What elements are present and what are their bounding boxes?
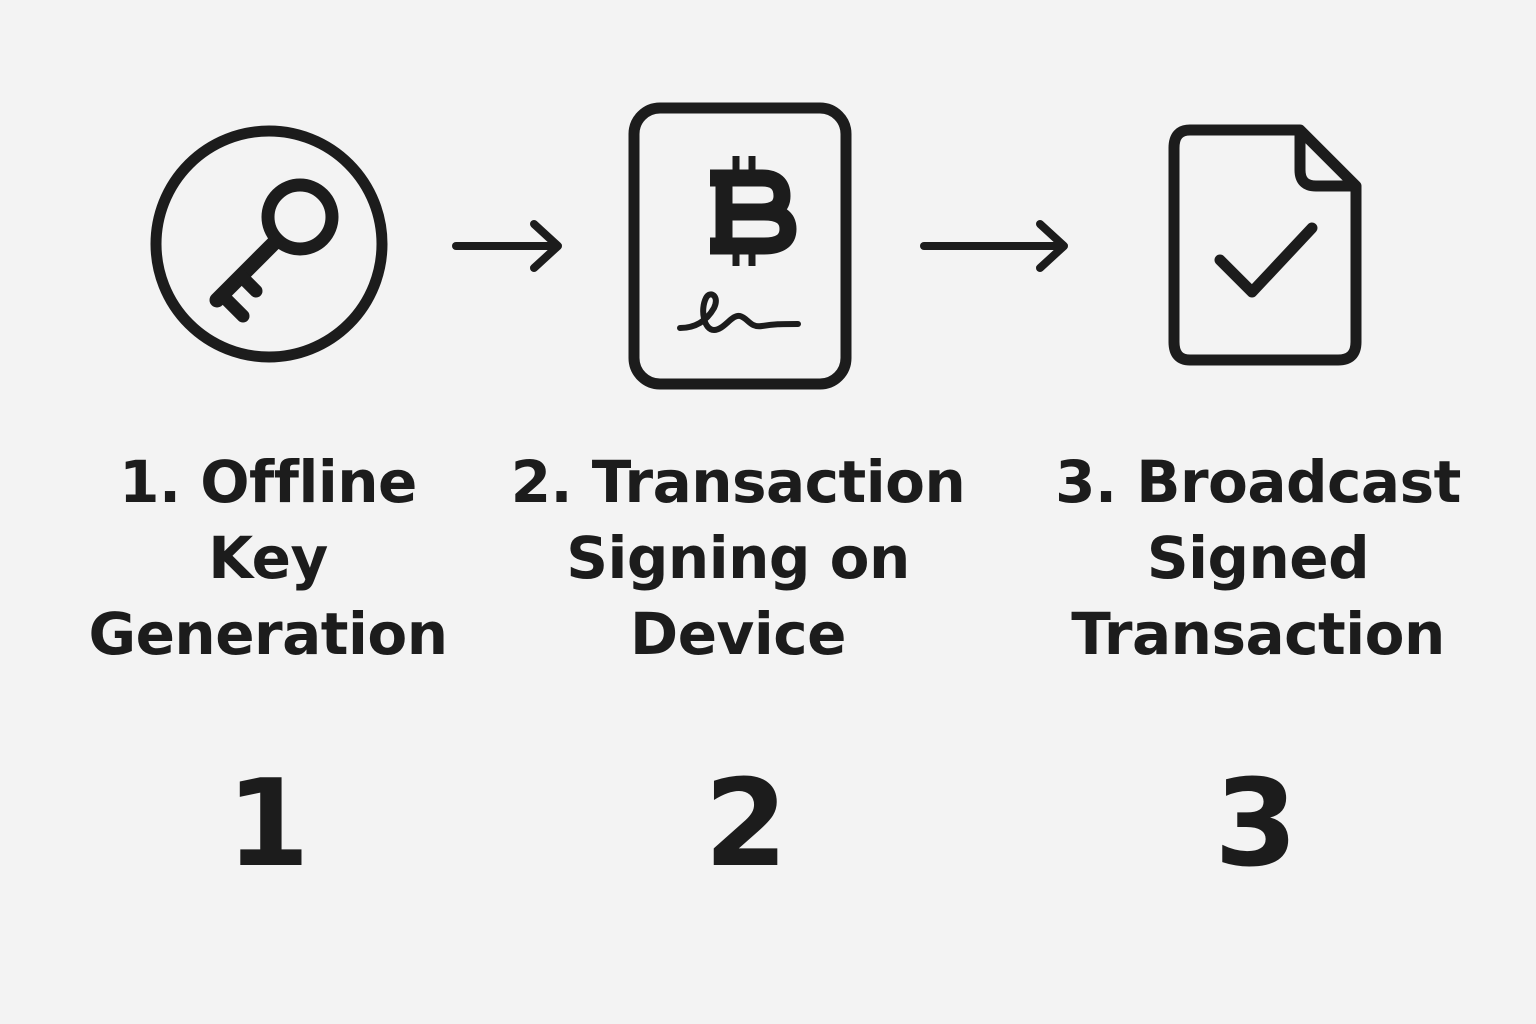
step-3-label-line-1: 3. Broadcast — [1055, 448, 1461, 516]
bitcoin-signed-document-icon — [628, 102, 852, 390]
step-1-label-line-3: Generation — [88, 600, 448, 668]
right-arrow-icon — [452, 218, 564, 274]
step-2-label-line-3: Device — [630, 600, 846, 668]
step-2-label-line-1: 2. Transaction — [510, 448, 966, 516]
step-2-number: 2 — [704, 755, 788, 894]
bitcoin-icon — [710, 156, 797, 266]
check-icon — [1214, 222, 1318, 298]
step-3-label: 3. Broadcast Signed Transaction — [1028, 444, 1488, 672]
step-3-number: 3 — [1214, 755, 1298, 894]
step-1-number: 1 — [226, 755, 310, 894]
document-check-icon — [1168, 124, 1364, 368]
step-1-label-line-2: Key — [208, 524, 328, 592]
signature-icon — [677, 291, 801, 333]
step-2-label: 2. Transaction Signing on Device — [508, 444, 968, 672]
key-in-circle-icon — [150, 124, 390, 364]
step-3-label-line-3: Transaction — [1071, 600, 1445, 668]
right-arrow-icon — [920, 218, 1070, 274]
step-1-label-line-1: 1. Offline — [119, 448, 417, 516]
step-2-label-line-2: Signing on — [566, 524, 910, 592]
step-3-label-line-2: Signed — [1146, 524, 1370, 592]
step-1-label: 1. Offline Key Generation — [38, 444, 498, 672]
